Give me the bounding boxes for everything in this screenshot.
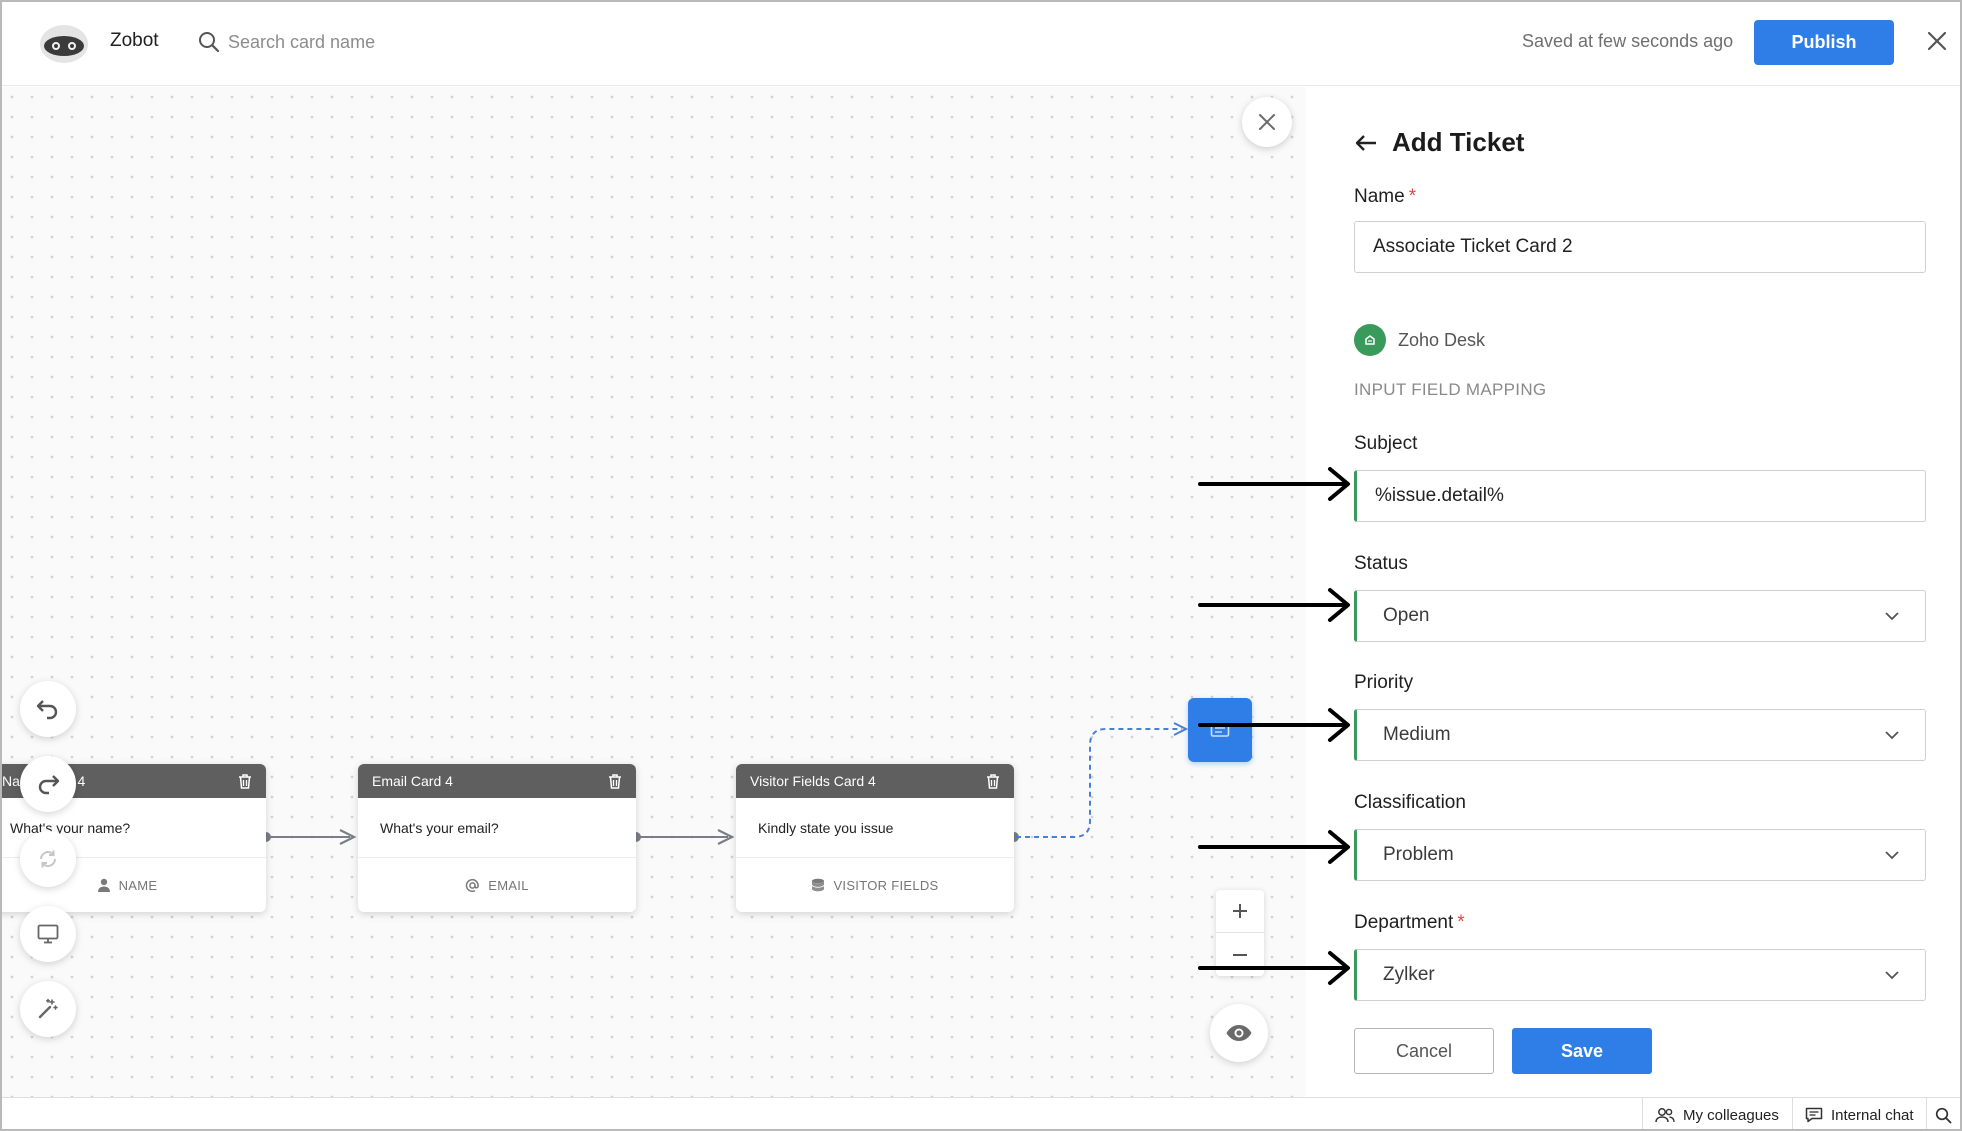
department-value: Zylker — [1383, 964, 1435, 985]
save-button[interactable]: Save — [1512, 1028, 1652, 1074]
classification-label: Classification — [1354, 792, 1466, 813]
search-card-input[interactable] — [228, 24, 528, 60]
monitor-icon — [37, 924, 59, 944]
internal-chat-label: Internal chat — [1831, 1106, 1914, 1124]
integration-row: Zoho Desk — [1354, 324, 1485, 356]
zoom-in-button[interactable] — [1216, 890, 1264, 933]
refresh-icon — [40, 850, 56, 868]
chat-icon — [1805, 1107, 1823, 1123]
card-header: Visitor Fields Card 4 — [736, 764, 1014, 798]
input-field-mapping-label: INPUT FIELD MAPPING — [1354, 380, 1547, 399]
subject-label: Subject — [1354, 433, 1418, 454]
zoom-controls — [1216, 890, 1264, 976]
close-icon[interactable] — [1926, 30, 1948, 52]
top-bar: Zobot Saved at few seconds ago Publish — [2, 2, 1960, 86]
minus-icon — [1233, 953, 1247, 956]
add-ticket-panel: Add Ticket Name* Zoho Desk INPUT FIELD M… — [1306, 87, 1960, 1097]
connector-arrowhead — [717, 829, 735, 845]
panel-header: Add Ticket — [1354, 127, 1524, 158]
status-label: Status — [1354, 553, 1408, 574]
classification-select[interactable]: Problem — [1354, 829, 1926, 881]
card-type: NAME — [2, 858, 266, 912]
zobot-logo-icon — [40, 25, 88, 63]
search-icon — [1935, 1107, 1952, 1123]
add-ticket-node[interactable] — [1188, 698, 1252, 762]
ticket-icon — [1210, 723, 1230, 737]
flow-card[interactable]: Email Card 4 What's your email? EMAIL — [358, 764, 636, 912]
preview-button[interactable] — [1210, 1004, 1268, 1062]
flow-canvas[interactable]: Name Card 4 What's your name? NAME Email… — [2, 87, 1306, 1097]
database-icon — [811, 878, 825, 892]
flow-card[interactable]: Visitor Fields Card 4 Kindly state you i… — [736, 764, 1014, 912]
chevron-down-icon — [1885, 611, 1899, 620]
department-select[interactable]: Zylker — [1354, 949, 1926, 1001]
priority-label: Priority — [1354, 672, 1414, 693]
card-type-label: NAME — [118, 877, 158, 893]
trash-icon[interactable] — [608, 773, 622, 789]
card-type-label: EMAIL — [488, 877, 529, 893]
footer-search-button[interactable] — [1926, 1098, 1960, 1129]
magic-wand-icon — [38, 998, 58, 1019]
card-type: EMAIL — [358, 858, 636, 912]
magic-tool-button[interactable] — [20, 981, 76, 1037]
name-label-text: Name — [1354, 186, 1405, 207]
status-value: Open — [1383, 605, 1430, 626]
status-select[interactable]: Open — [1354, 590, 1926, 642]
users-icon — [1655, 1108, 1675, 1123]
redo-button[interactable] — [20, 756, 76, 812]
card-title: Email Card 4 — [372, 773, 453, 789]
panel-title: Add Ticket — [1392, 127, 1525, 157]
connector-arrowhead — [339, 829, 357, 845]
zoho-desk-icon — [1354, 324, 1386, 356]
card-prompt: Kindly state you issue — [736, 798, 1014, 858]
connector-arrowhead — [1173, 722, 1189, 736]
chevron-down-icon — [1885, 970, 1899, 979]
subject-input[interactable] — [1354, 470, 1926, 522]
priority-select[interactable]: Medium — [1354, 709, 1926, 761]
at-sign-icon — [465, 878, 479, 892]
department-label-text: Department — [1354, 912, 1454, 933]
close-icon — [1259, 114, 1275, 130]
card-header: Email Card 4 — [358, 764, 636, 798]
user-icon — [97, 878, 110, 892]
publish-button[interactable]: Publish — [1754, 20, 1894, 65]
integration-name: Zoho Desk — [1398, 329, 1486, 350]
bottom-bar: My colleagues Internal chat — [2, 1097, 1960, 1129]
app-name: Zobot — [110, 30, 159, 51]
card-type: VISITOR FIELDS — [736, 858, 1014, 912]
name-input[interactable] — [1354, 221, 1926, 273]
my-colleagues-button[interactable]: My colleagues — [1642, 1098, 1791, 1129]
chevron-down-icon — [1885, 850, 1899, 859]
trash-icon[interactable] — [986, 773, 1000, 789]
zoom-out-button[interactable] — [1216, 933, 1264, 976]
eye-icon — [1226, 1025, 1252, 1041]
required-marker: * — [1457, 912, 1465, 933]
search-icon — [199, 32, 220, 53]
classification-value: Problem — [1383, 844, 1454, 865]
plus-icon — [1233, 904, 1247, 918]
priority-value: Medium — [1383, 724, 1451, 745]
department-label: Department* — [1354, 912, 1465, 934]
cancel-button[interactable]: Cancel — [1354, 1028, 1494, 1074]
close-panel-button[interactable] — [1242, 97, 1292, 147]
card-title: Visitor Fields Card 4 — [750, 773, 876, 789]
refresh-button[interactable] — [20, 831, 76, 887]
redo-icon — [38, 775, 60, 795]
undo-icon — [36, 700, 58, 720]
name-label: Name* — [1354, 186, 1416, 208]
flow-connectors — [261, 722, 1189, 845]
required-marker: * — [1408, 186, 1417, 207]
preview-desktop-button[interactable] — [20, 906, 76, 962]
internal-chat-button[interactable]: Internal chat — [1792, 1098, 1926, 1129]
dashed-connector — [1016, 728, 1182, 838]
chevron-down-icon — [1885, 730, 1899, 739]
my-colleagues-label: My colleagues — [1683, 1106, 1779, 1124]
card-prompt: What's your email? — [358, 798, 636, 858]
trash-icon[interactable] — [238, 773, 252, 789]
back-arrow-icon[interactable] — [1354, 133, 1378, 153]
save-status: Saved at few seconds ago — [1522, 31, 1734, 51]
card-type-label: VISITOR FIELDS — [833, 877, 939, 893]
undo-button[interactable] — [20, 681, 76, 737]
